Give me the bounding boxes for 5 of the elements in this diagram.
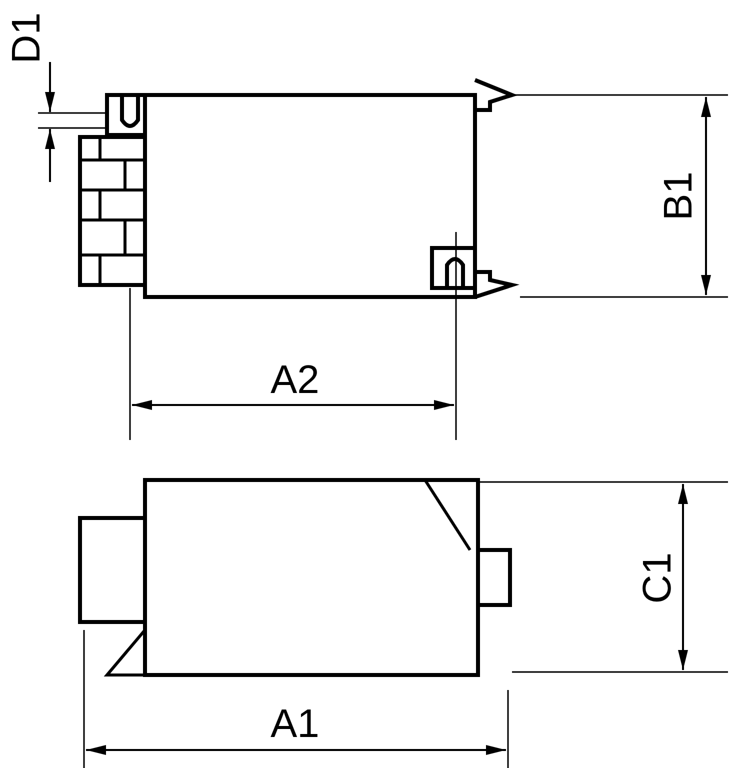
dimension-label: A2: [270, 360, 320, 400]
dimension-label: C1: [637, 552, 678, 604]
dimension-label: A1: [270, 704, 320, 744]
dimension-label: D1: [6, 12, 46, 64]
dimension-label: B1: [658, 172, 698, 220]
